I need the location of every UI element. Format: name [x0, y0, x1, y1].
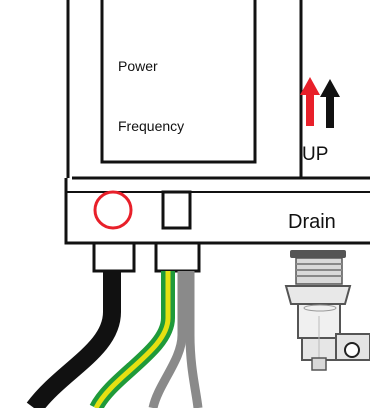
- cable-gland-left: [92, 241, 136, 273]
- control-panel: [100, 0, 257, 164]
- socket-icon: [161, 190, 192, 230]
- double-up-arrow-icon: [300, 77, 340, 128]
- cable-gland-right: [154, 241, 201, 273]
- main-housing: [66, 0, 303, 178]
- up-arrow-black: [320, 79, 340, 128]
- black-power-cable: [26, 271, 121, 408]
- frequency-label: Frequency: [118, 118, 184, 134]
- drain-fitting-icon: [284, 250, 370, 371]
- up-arrow-red: [300, 77, 320, 126]
- drain-label: Drain: [288, 211, 336, 233]
- gray-wire-right: [185, 271, 203, 408]
- earth-wire: [89, 271, 175, 408]
- gray-wire-left: [148, 271, 187, 408]
- power-label: Power: [118, 58, 158, 74]
- ring-indicator-icon: [93, 190, 133, 230]
- up-label: UP: [302, 144, 328, 165]
